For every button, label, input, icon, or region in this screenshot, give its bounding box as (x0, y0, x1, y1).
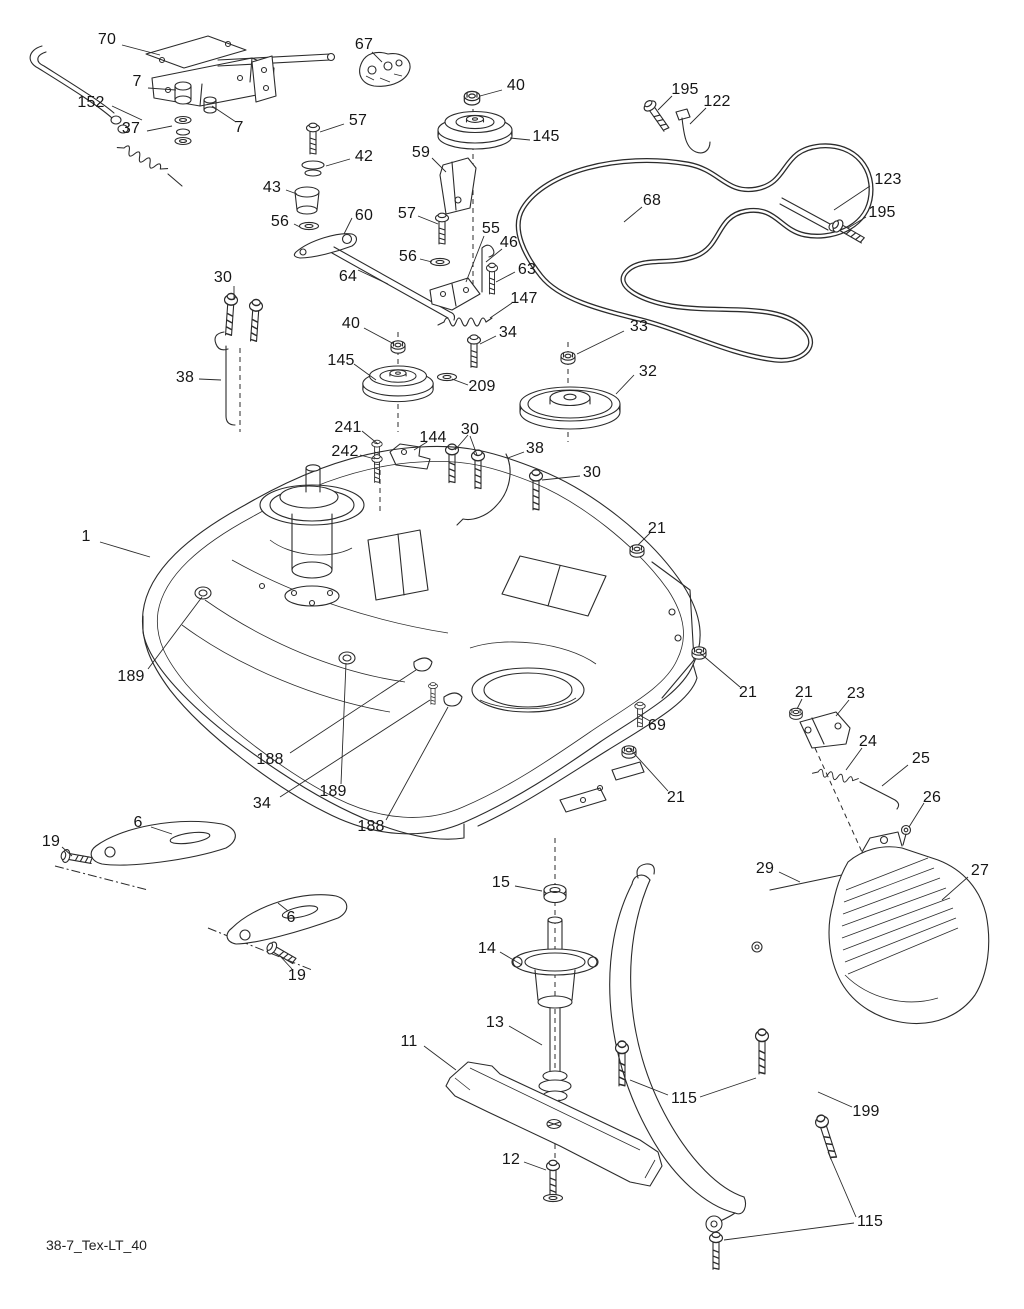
part-callout-57: 57 (348, 112, 368, 129)
part-callout-123: 123 (874, 171, 902, 188)
part-callout-188: 188 (357, 818, 385, 835)
part-callout-25: 25 (911, 750, 931, 767)
part-callout-13: 13 (485, 1014, 505, 1031)
part-callout-7: 7 (132, 73, 142, 90)
part-callout-55: 55 (481, 220, 501, 237)
part-callout-37: 37 (121, 120, 141, 137)
part-callout-23: 23 (846, 685, 866, 702)
part-callout-57: 57 (397, 205, 417, 222)
part-callout-69: 69 (647, 717, 667, 734)
part-callout-33: 33 (629, 318, 649, 335)
part-callout-56: 56 (398, 248, 418, 265)
part-callout-1: 1 (81, 528, 91, 545)
part-callout-56: 56 (270, 213, 290, 230)
part-callout-188: 188 (256, 751, 284, 768)
part-callout-21: 21 (647, 520, 667, 537)
part-callout-30: 30 (213, 269, 233, 286)
spindle-assembly (511, 883, 599, 1113)
part-callout-145: 145 (532, 128, 560, 145)
part-callout-19: 19 (287, 967, 307, 984)
mower-deck (141, 445, 707, 840)
discharge-chute (828, 831, 990, 1025)
part-callout-21: 21 (666, 789, 686, 806)
part-callout-70: 70 (97, 31, 117, 48)
belt-guide-bracket (371, 439, 544, 526)
part-callout-11: 11 (400, 1033, 418, 1050)
leader-lines (61, 44, 969, 1241)
mandrel-pulley (519, 351, 621, 430)
part-callout-147: 147 (510, 290, 538, 307)
part-callout-34: 34 (498, 324, 518, 341)
clutch-lever (359, 51, 411, 87)
part-callout-115: 115 (670, 1090, 698, 1107)
idler-pulley-top (437, 90, 513, 215)
part-callout-38: 38 (175, 369, 195, 386)
part-callout-43: 43 (262, 179, 282, 196)
part-callout-30: 30 (582, 464, 602, 481)
part-callout-241: 241 (334, 419, 362, 436)
part-callout-34: 34 (252, 795, 272, 812)
part-callout-26: 26 (922, 789, 942, 806)
mower-blade (445, 1061, 663, 1203)
part-callout-7: 7 (234, 119, 244, 136)
part-callout-29: 29 (755, 860, 775, 877)
engagement-bracket-assembly (29, 35, 336, 187)
part-callout-30: 30 (460, 421, 480, 438)
part-callout-122: 122 (703, 93, 731, 110)
suspension-brackets (59, 820, 348, 968)
part-callout-27: 27 (970, 862, 990, 879)
part-callout-195: 195 (868, 204, 896, 221)
part-callout-21: 21 (794, 684, 814, 701)
part-callout-59: 59 (411, 144, 431, 161)
part-callout-40: 40 (341, 315, 361, 332)
drive-belt (515, 97, 874, 363)
part-callout-60: 60 (354, 207, 374, 224)
part-callout-19: 19 (41, 833, 61, 850)
part-callout-64: 64 (338, 268, 358, 285)
part-callout-14: 14 (477, 940, 497, 957)
part-callout-199: 199 (852, 1103, 880, 1120)
part-callout-42: 42 (354, 148, 374, 165)
left-mounting-bolts (214, 292, 264, 426)
part-callout-189: 189 (319, 783, 347, 800)
part-callout-145: 145 (327, 352, 355, 369)
part-callout-68: 68 (642, 192, 662, 209)
idler-pulley-mid (362, 340, 458, 403)
part-callout-115: 115 (856, 1213, 884, 1230)
part-callout-24: 24 (858, 733, 878, 750)
part-callout-63: 63 (517, 261, 537, 278)
part-callout-6: 6 (286, 909, 296, 926)
part-callout-32: 32 (638, 363, 658, 380)
part-callout-189: 189 (117, 668, 145, 685)
idler-arm-assembly (293, 122, 456, 321)
drawing-id: 38-7_Tex-LT_40 (46, 1237, 147, 1253)
part-callout-46: 46 (499, 234, 519, 251)
idler-bracket-assembly (429, 212, 499, 368)
part-callout-209: 209 (468, 378, 496, 395)
part-callout-15: 15 (491, 874, 511, 891)
deflector-arm (609, 863, 841, 1270)
part-callout-195: 195 (671, 81, 699, 98)
part-callout-67: 67 (354, 36, 374, 53)
part-callout-12: 12 (501, 1151, 521, 1168)
part-callout-152: 152 (77, 94, 105, 111)
part-callout-40: 40 (506, 77, 526, 94)
part-callout-21: 21 (738, 684, 758, 701)
part-callout-38: 38 (525, 440, 545, 457)
part-callout-144: 144 (419, 429, 447, 446)
part-callout-6: 6 (133, 814, 143, 831)
part-callout-242: 242 (331, 443, 359, 460)
